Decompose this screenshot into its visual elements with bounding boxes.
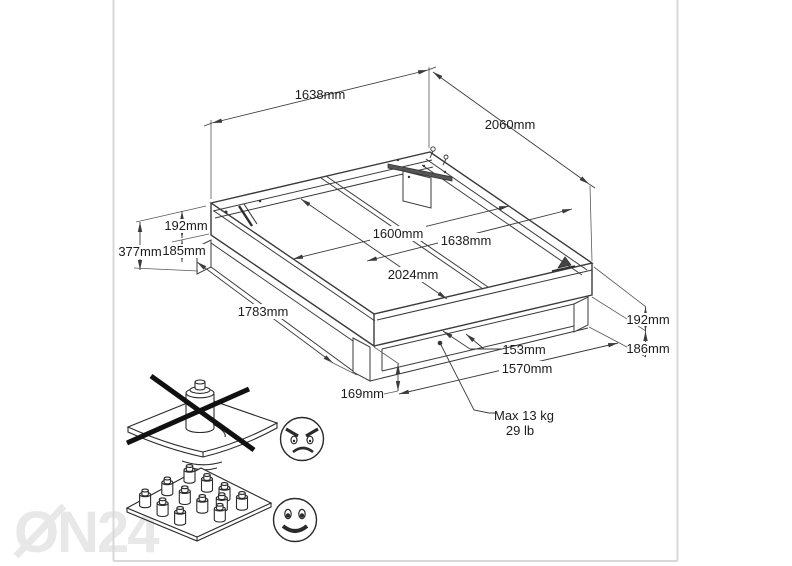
dim-label-base-length: 1783mm (238, 304, 289, 319)
angry-face-icon (279, 416, 325, 462)
screw-icon (430, 146, 436, 152)
max-load-line1: Max 13 kg (494, 408, 554, 423)
max-load-callout: Max 13 kg 29 lb (437, 340, 554, 438)
cross-out-icon (125, 386, 251, 446)
dim-label-outer-width: 1638mm (441, 233, 492, 248)
watermark-slash (13, 503, 67, 559)
happy-face-icon (272, 497, 318, 543)
bed-foot-panel (373, 263, 593, 347)
cross-out-icon (149, 373, 256, 453)
dim-label-left-clearance: 185mm (162, 243, 205, 258)
dim-label-right-clearance: 186mm (626, 341, 669, 356)
dim-label-top-length: 2060mm (485, 117, 536, 132)
left-corner-bracket (224, 199, 262, 227)
point-load-prohibited-icon (125, 373, 279, 471)
plinth-right-corner (573, 296, 589, 333)
dim-label-left-total-height: 377mm (118, 244, 161, 259)
right-corner-bracket (551, 256, 576, 272)
dim-label-inner-length: 2024mm (388, 267, 439, 282)
small-weights (139, 464, 249, 526)
max-load-line2: 29 lb (506, 423, 534, 438)
page-border (112, 0, 679, 562)
dim-label-right-frame-height: 192mm (626, 312, 669, 327)
dim-label-plinth-inset: 169mm (341, 386, 384, 401)
dim-label-top-width: 1638mm (295, 87, 346, 102)
dim-label-plinth-length: 1570mm (502, 361, 553, 376)
screw-icon (443, 154, 449, 160)
dimension-annotations: 1638mm 2060mm 1600mm 1638mm 2024mm 1783m… (118, 66, 670, 438)
dim-label-plinth-height: 153mm (502, 342, 545, 357)
distributed-load-ok-icon (125, 464, 273, 542)
dim-label-inner-width: 1600mm (373, 226, 424, 241)
center-support-bracket (387, 146, 453, 209)
bed-side-panel (210, 203, 375, 348)
dim-label-left-frame-height: 192mm (164, 218, 207, 233)
